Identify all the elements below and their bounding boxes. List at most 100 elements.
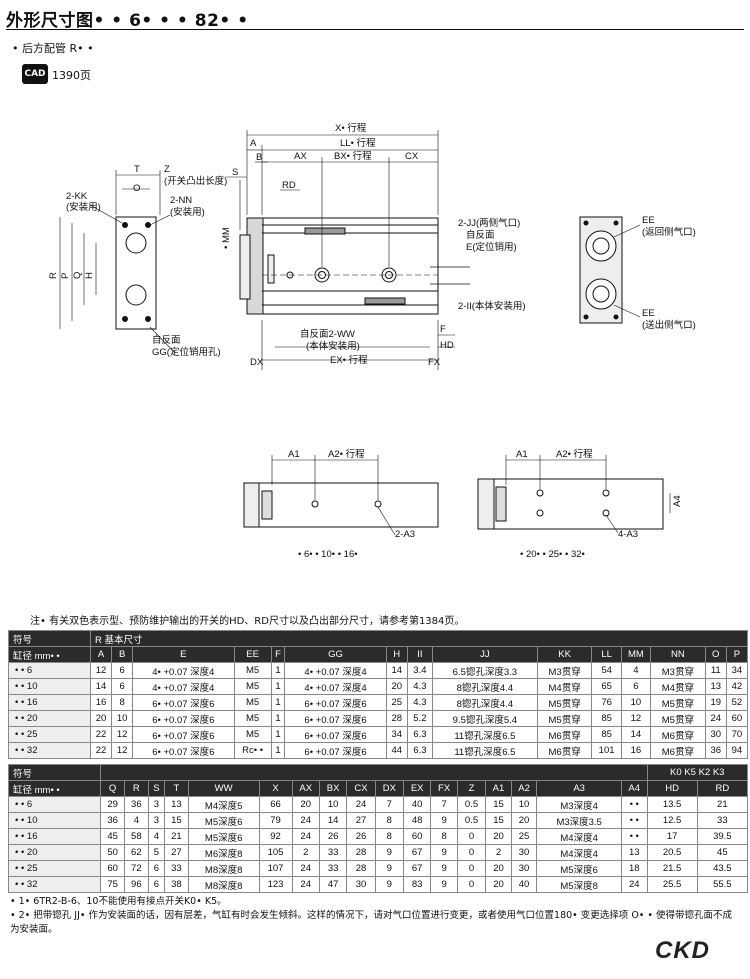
table-cell: 1 bbox=[270, 710, 286, 727]
label-a2-right: A2• 行程 bbox=[556, 448, 593, 460]
table-cell: 0.5 bbox=[456, 796, 487, 813]
table-cell: 1 bbox=[270, 678, 286, 695]
table-cell: M6贯穿 bbox=[536, 742, 593, 759]
column-header: RD bbox=[696, 780, 749, 797]
column-header: A2 bbox=[510, 780, 538, 797]
label-jj: 2-JJ(两侧气口) bbox=[458, 217, 520, 229]
label-a3-left: 2-A3 bbox=[395, 529, 415, 540]
table-cell: 22 bbox=[89, 726, 113, 743]
table-cell: 24 bbox=[620, 876, 648, 893]
table-cell: 3.4 bbox=[406, 662, 433, 679]
table-cell: M6贯穿 bbox=[536, 726, 593, 743]
table-cell: 6 bbox=[111, 662, 134, 679]
table-cell: M5 bbox=[233, 710, 272, 727]
table-cell: 11锪孔深度6.5 bbox=[431, 726, 538, 743]
side-view bbox=[239, 217, 470, 315]
table-cell: 6• +0.07 深度6 bbox=[284, 710, 387, 727]
label-size-left: • 6• • 10• • 16• bbox=[298, 549, 358, 560]
table-cell: 105 bbox=[258, 844, 293, 861]
column-header: Q bbox=[100, 780, 125, 797]
table-cell: 25 bbox=[385, 694, 408, 711]
label-nn-note: (安装用) bbox=[170, 206, 205, 218]
column-header: NN bbox=[650, 646, 706, 663]
table-cell: 24 bbox=[291, 812, 320, 829]
table-cell: 24 bbox=[704, 710, 727, 727]
table-cell: M3贯穿 bbox=[536, 662, 593, 679]
table-cell: 28 bbox=[385, 710, 408, 727]
column-header: FX bbox=[430, 780, 458, 797]
table-cell: 6• +0.07 深度6 bbox=[132, 742, 235, 759]
table-cell: 36 bbox=[123, 796, 149, 813]
label-ex-stroke: EX• 行程 bbox=[330, 354, 368, 366]
table-cell: 24 bbox=[291, 876, 320, 893]
table-cell: M3深度3.5 bbox=[536, 812, 622, 829]
cad-icon[interactable]: CAD bbox=[22, 64, 48, 84]
label-q: Q bbox=[72, 272, 83, 279]
table-cell: 15 bbox=[164, 812, 189, 829]
table-cell: 10 bbox=[510, 796, 538, 813]
table-cell: M5贯穿 bbox=[650, 710, 706, 727]
table-cell: 9 bbox=[430, 860, 458, 877]
table-cell: 8 bbox=[374, 812, 404, 829]
table-cell: 3 bbox=[147, 796, 166, 813]
column-header: E bbox=[132, 646, 235, 663]
table-cell: 8 bbox=[111, 694, 134, 711]
table-cell: 20 bbox=[485, 860, 512, 877]
label-ee-bottom-note: (送出侧气口) bbox=[642, 319, 696, 331]
label-e-pin: E(定位销用) bbox=[466, 241, 517, 253]
column-header: X bbox=[258, 780, 293, 797]
label-t: T bbox=[134, 164, 140, 175]
table-cell: 24 bbox=[346, 796, 376, 813]
table-cell: 33 bbox=[318, 844, 348, 861]
column-header: P bbox=[725, 646, 749, 663]
column-header: EE bbox=[233, 646, 272, 663]
page-title: 外形尺寸图• • 6• • • 82• • bbox=[6, 11, 249, 31]
table-cell: 54 bbox=[591, 662, 622, 679]
table-cell: 18 bbox=[620, 860, 648, 877]
table-cell: 0 bbox=[456, 876, 487, 893]
table-cell: 22 bbox=[89, 742, 113, 759]
table-cell: M4深度4 bbox=[536, 844, 622, 861]
table-cell: 1 bbox=[270, 694, 286, 711]
table-cell: M3贯穿 bbox=[650, 662, 706, 679]
table-cell: 13.5 bbox=[646, 796, 698, 813]
table-cell: 30 bbox=[510, 844, 538, 861]
bore-cell: • • 16 bbox=[7, 828, 102, 845]
column-header: KK bbox=[536, 646, 593, 663]
table-cell: 4• +0.07 深度4 bbox=[284, 678, 387, 695]
table-cell: 2 bbox=[485, 844, 512, 861]
table-cell: 8 bbox=[430, 828, 458, 845]
table-cell: 67 bbox=[402, 860, 432, 877]
label-f: F bbox=[440, 324, 446, 335]
table-cell: 11 bbox=[704, 662, 727, 679]
table-cell: 29 bbox=[100, 796, 125, 813]
table-cell: 17 bbox=[646, 828, 698, 845]
footnote-2: • 2• 把带锪孔 JJ• 作为安装面的话，因有层差，气缸有时会发生倾斜。这样的… bbox=[10, 910, 733, 935]
table-cell: 38 bbox=[164, 876, 189, 893]
column-header: A bbox=[89, 646, 113, 663]
table-cell: 8锪孔深度4.4 bbox=[431, 678, 538, 695]
bore-cell: • • 6 bbox=[7, 796, 102, 813]
table-cell: 4 bbox=[147, 828, 166, 845]
table-cell: 55.5 bbox=[696, 876, 749, 893]
label-ll-stroke: LL• 行程 bbox=[340, 137, 376, 149]
bottom-view-large bbox=[477, 455, 671, 534]
table-cell: 4.3 bbox=[406, 678, 433, 695]
table-cell: 1 bbox=[270, 662, 286, 679]
label-a: A bbox=[250, 138, 257, 149]
footnote-1: • 1• 6TR2-B-6、10不能使用有接点开关K0• K5。 bbox=[10, 896, 227, 907]
table-cell: 30 bbox=[704, 726, 727, 743]
table-cell: • • bbox=[620, 812, 648, 829]
table-cell: 20 bbox=[485, 828, 512, 845]
label-ee-top-note: (返回侧气口) bbox=[642, 226, 696, 238]
table-cell: 43.5 bbox=[696, 860, 749, 877]
table-cell: 6• +0.07 深度6 bbox=[284, 694, 387, 711]
port-view bbox=[579, 216, 641, 324]
table-cell: 9 bbox=[430, 812, 458, 829]
table-cell: 21 bbox=[696, 796, 749, 813]
table-cell: 12 bbox=[111, 742, 134, 759]
